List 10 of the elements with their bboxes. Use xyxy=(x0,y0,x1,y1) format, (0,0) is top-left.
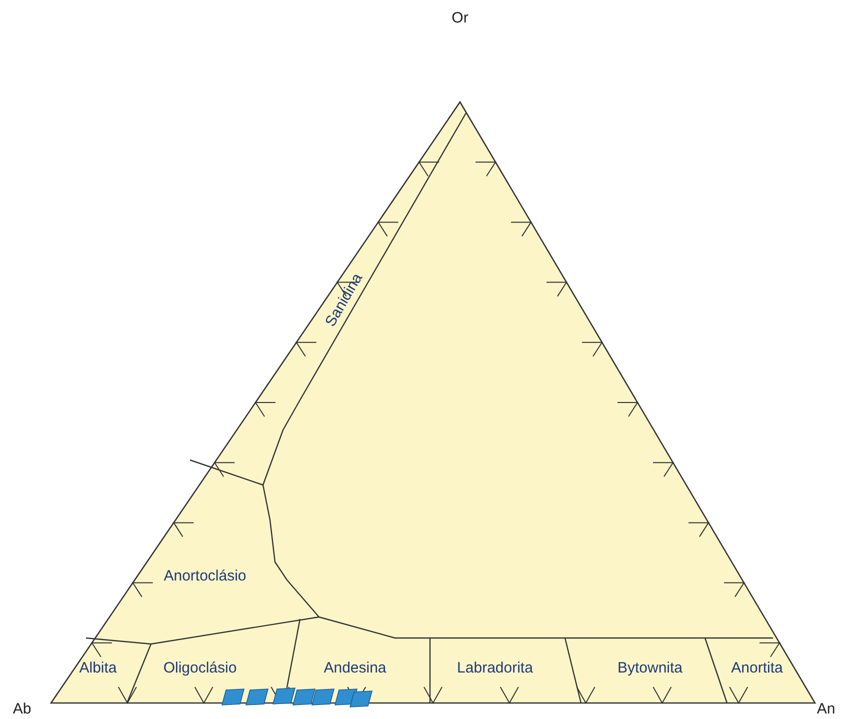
vertex-label: An xyxy=(816,702,836,716)
field-label: Anortoclásio xyxy=(164,568,246,584)
vertex-label: Ab xyxy=(12,702,32,716)
vertex-label: Or xyxy=(452,10,468,26)
field-label: Anortita xyxy=(731,660,783,676)
field-label: Bytownita xyxy=(617,660,683,676)
field-label: Andesina xyxy=(324,660,386,676)
field-label: Albita xyxy=(79,660,117,676)
field-label: Labradorita xyxy=(457,660,533,676)
field-label: Oligoclásio xyxy=(163,660,237,676)
